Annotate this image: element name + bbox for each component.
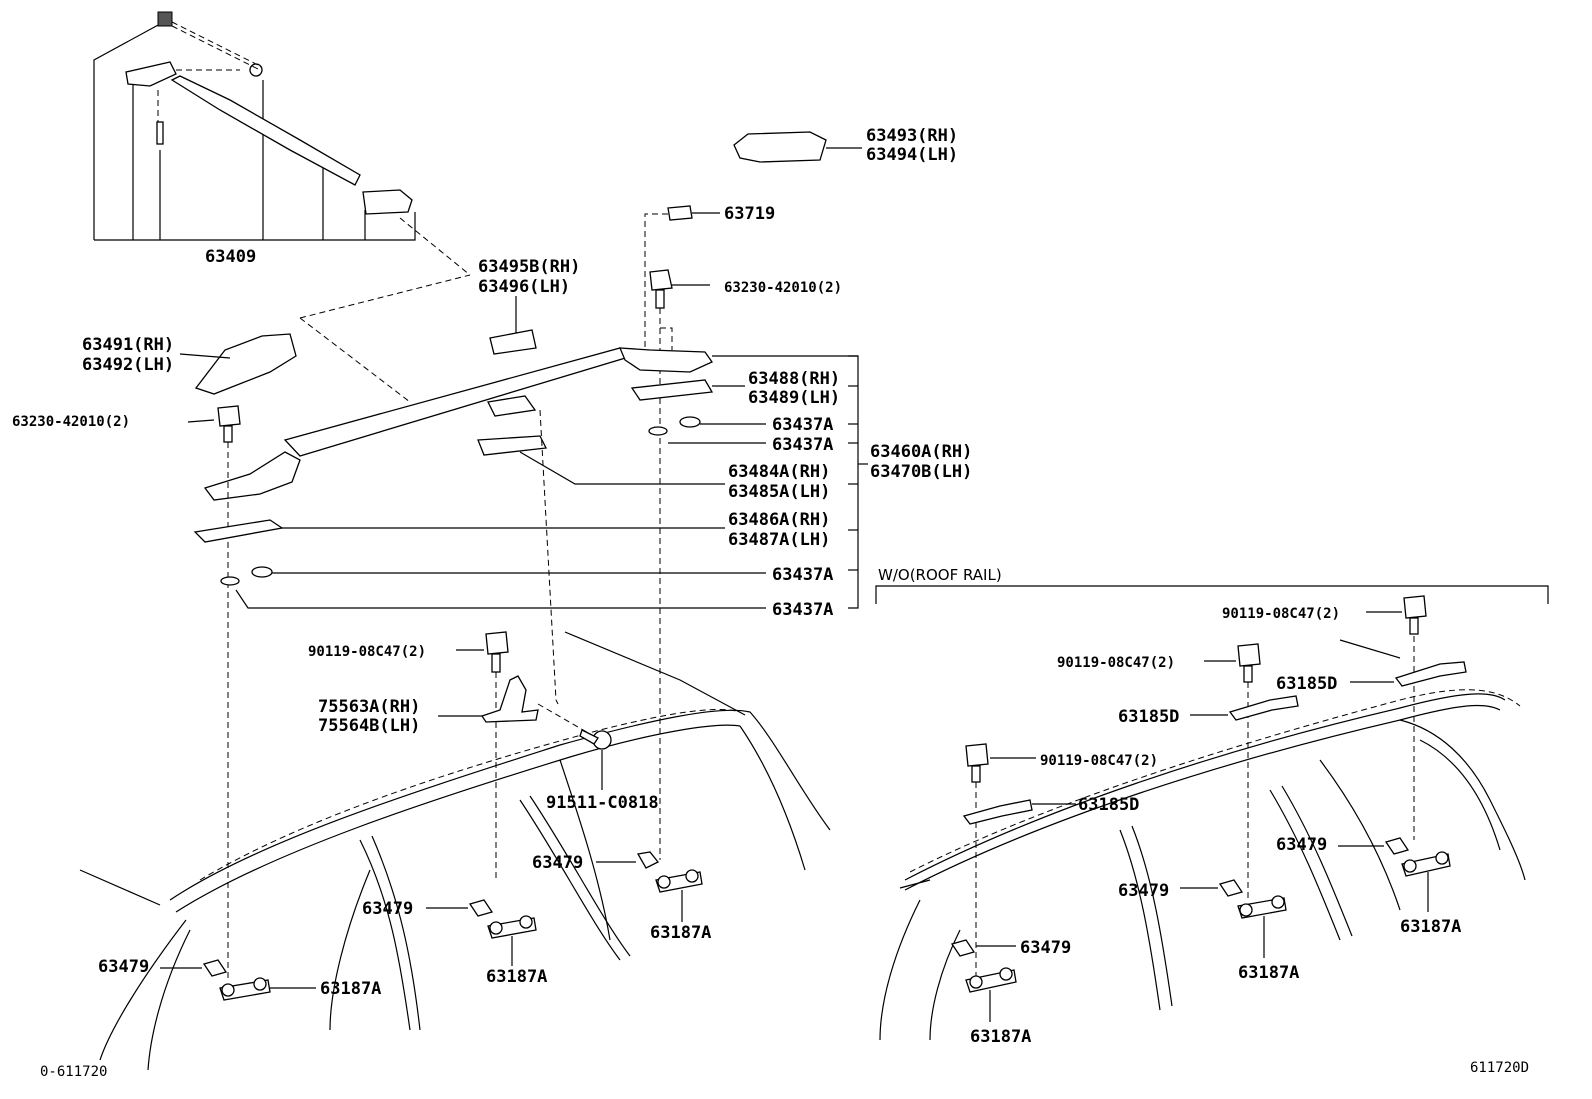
label-63187a-d: 63187A	[1400, 917, 1461, 937]
part-63486a: 63486A(RH) 63487A(LH)	[193, 510, 830, 550]
label-63496: 63496(LH)	[478, 277, 570, 297]
part-63230-a: 63230-42010(2)	[649, 269, 842, 860]
label-90119-c: 90119-08C47(2)	[1057, 655, 1175, 671]
label-63479-d: 63479	[1276, 835, 1327, 855]
label-63187a-b: 63187A	[486, 967, 547, 987]
label-63185d-a: 63185D	[1276, 674, 1337, 694]
label-wo-roof-rail: W/O(ROOF RAIL)	[878, 566, 1002, 584]
part-63495b: 63495B(RH) 63496(LH)	[478, 257, 580, 355]
clip-set-b: 63479 63187A	[362, 899, 547, 987]
label-63460a: 63460A(RH)	[870, 442, 972, 462]
label-63437a-2: 63437A	[772, 435, 833, 455]
part-91511: 91511-C0818	[546, 729, 659, 813]
washers-top: 63437A 63437A	[648, 415, 833, 455]
label-63187a-c: 63187A	[320, 979, 381, 999]
clip-set-c: 63479 63187A	[98, 957, 381, 1001]
part-90119-a: 90119-08C47(2)	[308, 631, 509, 880]
label-63485a: 63485A(LH)	[728, 482, 830, 502]
label-63492: 63492(LH)	[82, 355, 174, 375]
body-left	[79, 631, 831, 1071]
label-63479-c: 63479	[98, 957, 149, 977]
label-63470b: 63470B(LH)	[870, 462, 972, 482]
part-75563a: 75563A(RH) 75564B(LH)	[318, 675, 591, 736]
label-63489: 63489(LH)	[748, 388, 840, 408]
label-63493: 63493(RH)	[866, 126, 958, 146]
label-75563a: 75563A(RH)	[318, 697, 420, 717]
label-63437a-4: 63437A	[772, 600, 833, 620]
label-63479-e: 63479	[1118, 881, 1169, 901]
label-63488: 63488(RH)	[748, 369, 840, 389]
main-roof-rail	[203, 347, 858, 501]
label-63494: 63494(LH)	[866, 145, 958, 165]
label-75564b: 75564B(LH)	[318, 716, 420, 736]
label-63486a: 63486A(RH)	[728, 510, 830, 530]
label-63491: 63491(RH)	[82, 335, 174, 355]
label-90119-a: 90119-08C47(2)	[308, 644, 426, 660]
part-63491: 63491(RH) 63492(LH)	[82, 333, 297, 395]
label-63185d-c: 63185D	[1078, 795, 1139, 815]
label-63479-a: 63479	[532, 853, 583, 873]
clip-set-a: 63479 63187A	[532, 851, 711, 943]
part-63493: 63493(RH) 63494(LH)	[733, 126, 958, 165]
part-63230-b: 63230-42010(2)	[12, 405, 241, 980]
footer-right-code: 611720D	[1470, 1060, 1529, 1076]
wo-roof-rail-section: W/O(ROOF RAIL) 90119-08C47(2) 90119-08C4…	[875, 566, 1549, 1047]
label-63487a: 63487A(LH)	[728, 530, 830, 550]
label-63230-a: 63230-42010(2)	[724, 280, 842, 296]
label-63719: 63719	[724, 204, 775, 224]
label-63437a-1: 63437A	[772, 415, 833, 435]
label-63479-f: 63479	[1020, 938, 1071, 958]
label-90119-d: 90119-08C47(2)	[1040, 753, 1158, 769]
label-63187a-e: 63187A	[1238, 963, 1299, 983]
label-63484a: 63484A(RH)	[728, 462, 830, 482]
washers-bottom: 63437A 63437A	[220, 565, 833, 620]
assembly-bracket: 63460A(RH) 63470B(LH)	[848, 355, 972, 609]
label-63409: 63409	[205, 247, 256, 267]
label-63230-b: 63230-42010(2)	[12, 414, 130, 430]
label-63437a-3: 63437A	[772, 565, 833, 585]
label-63187a-f: 63187A	[970, 1027, 1031, 1047]
part-63719: 63719	[644, 204, 775, 348]
label-91511: 91511-C0818	[546, 793, 659, 813]
label-63185d-b: 63185D	[1118, 707, 1179, 727]
label-90119-b: 90119-08C47(2)	[1222, 606, 1340, 622]
part-63488: 63488(RH) 63489(LH)	[630, 369, 840, 408]
part-63484a: 63484A(RH) 63485A(LH)	[477, 435, 830, 502]
inset-63409: 63409	[93, 11, 416, 267]
label-63495b: 63495B(RH)	[478, 257, 580, 277]
footer-left-code: 0-611720	[40, 1064, 107, 1080]
label-63479-b: 63479	[362, 899, 413, 919]
label-63187a-a: 63187A	[650, 923, 711, 943]
